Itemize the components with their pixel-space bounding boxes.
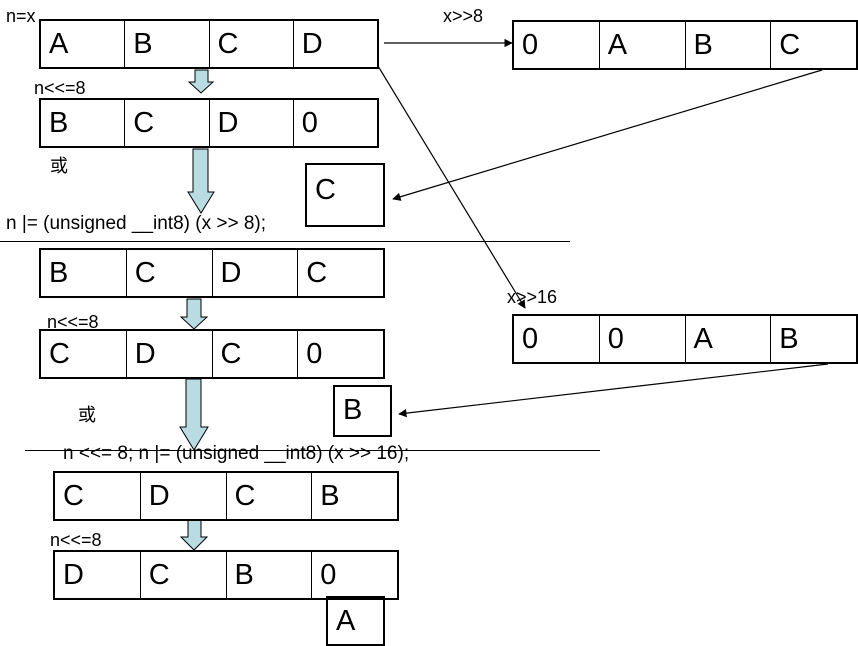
byte-cell: C bbox=[141, 552, 227, 598]
arrow-x16-to-box-b bbox=[398, 363, 829, 418]
byte-cell: B bbox=[779, 323, 799, 355]
byte-cell: B bbox=[320, 480, 340, 512]
block-arrow-5 bbox=[179, 519, 209, 551]
byte-cell: 0 bbox=[600, 316, 686, 362]
byte-cell: D bbox=[213, 250, 299, 296]
byte-cell: D bbox=[210, 100, 294, 146]
register-n-or-1: B C D C bbox=[39, 248, 385, 298]
label-shl-3: n<<=8 bbox=[50, 530, 102, 550]
byte-cell: D bbox=[301, 28, 323, 60]
byte-cell: A bbox=[686, 316, 772, 362]
byte-box-a: A bbox=[326, 596, 385, 646]
label-n-eq-x: n=x bbox=[6, 6, 36, 26]
arrow-to-x-shr-16 bbox=[377, 65, 526, 309]
register-n-shifted-3: D C B 0 bbox=[53, 550, 399, 600]
byte-cell: 0 bbox=[301, 107, 318, 139]
block-arrow-4 bbox=[179, 378, 209, 451]
byte-cell: C bbox=[779, 29, 801, 61]
byte-cell: A bbox=[600, 22, 686, 68]
register-x-shr-8: 0 A B C bbox=[512, 20, 858, 70]
arrow-x8-to-box-c bbox=[392, 69, 823, 201]
byte-box-b: B bbox=[333, 385, 392, 437]
byte-cell: C bbox=[55, 473, 141, 519]
byte-cell: C bbox=[41, 331, 127, 377]
register-n-shifted-1: B C D 0 bbox=[39, 98, 379, 148]
label-or-1: 或 bbox=[50, 156, 68, 177]
byte-cell: C bbox=[306, 257, 328, 289]
byte-box-c: C bbox=[305, 163, 385, 227]
register-n-or-2: C D C B bbox=[53, 471, 399, 521]
label-x-shr-16: x>>16 bbox=[507, 287, 558, 307]
byte-cell: B bbox=[41, 250, 127, 296]
byte-cell: B bbox=[686, 22, 772, 68]
label-or-2: 或 bbox=[78, 405, 96, 426]
byte-cell: B bbox=[41, 100, 126, 146]
block-arrow-1 bbox=[187, 69, 215, 94]
block-arrow-2 bbox=[187, 148, 215, 214]
byte-cell: 0 bbox=[306, 338, 323, 370]
byte-cell: A bbox=[41, 21, 126, 67]
byte-cell: D bbox=[141, 473, 227, 519]
byte-cell: C bbox=[213, 331, 299, 377]
byte-cell: C bbox=[210, 21, 294, 67]
byte-cell: C bbox=[227, 473, 313, 519]
divider-2 bbox=[25, 450, 600, 451]
divider-1 bbox=[0, 241, 570, 242]
byte-cell: B bbox=[125, 21, 210, 67]
label-x-shr-8: x>>8 bbox=[443, 6, 484, 26]
code-line-1: n |= (unsigned __int8) (x >> 8); bbox=[6, 213, 267, 234]
byte-cell: D bbox=[55, 552, 141, 598]
byte-cell: 0 bbox=[514, 316, 600, 362]
register-x-shr-16: 0 0 A B bbox=[512, 314, 858, 364]
byte-cell: D bbox=[127, 331, 213, 377]
byte-cell: B bbox=[227, 552, 313, 598]
byte-cell: 0 bbox=[320, 559, 337, 591]
byte-cell: 0 bbox=[514, 22, 600, 68]
code-line-2: n <<= 8; n |= (unsigned __int8) (x >> 16… bbox=[63, 443, 410, 464]
byte-cell: C bbox=[127, 250, 213, 296]
byte-cell: C bbox=[125, 100, 210, 146]
register-n-initial: A B C D bbox=[39, 19, 379, 69]
block-arrow-3 bbox=[179, 298, 209, 330]
label-shl-1: n<<=8 bbox=[34, 78, 86, 98]
label-shl-2: n<<=8 bbox=[47, 312, 99, 332]
register-n-shifted-2: C D C 0 bbox=[39, 329, 385, 379]
